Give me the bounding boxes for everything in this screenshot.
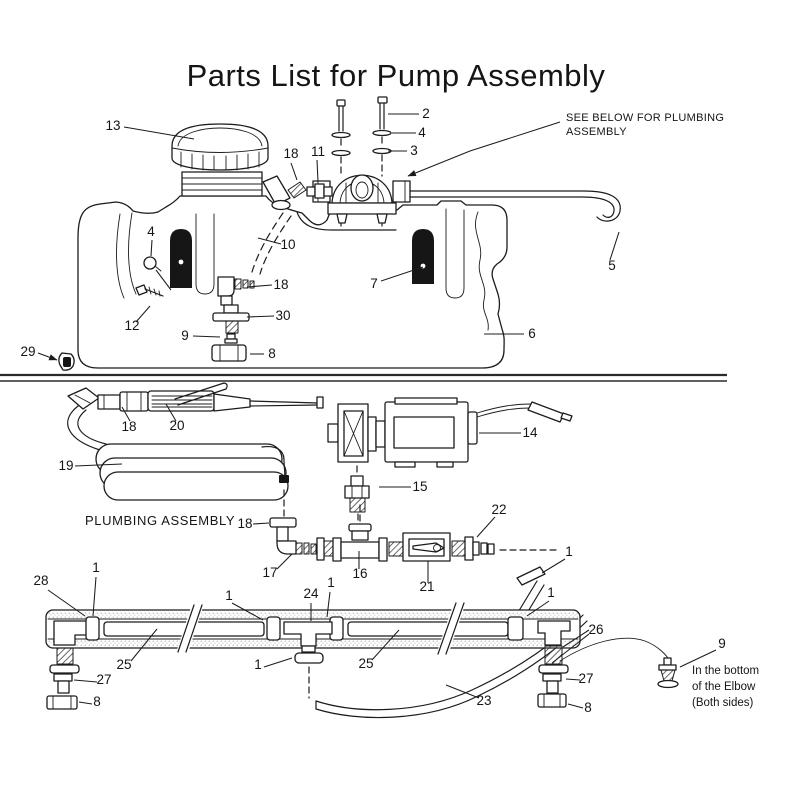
pump-nipple-11	[306, 183, 333, 199]
callout-3: 3	[410, 143, 418, 158]
see-below-arrow	[407, 121, 561, 177]
section-divider	[0, 373, 727, 382]
pump-side-view-14	[327, 397, 478, 468]
callout-1: 1	[565, 544, 573, 559]
callout-27: 27	[578, 671, 593, 686]
callout-8: 8	[93, 694, 101, 709]
callout-7: 7	[370, 276, 378, 291]
plumbing-elbow-18	[269, 517, 297, 555]
boom-nozzle-left	[46, 647, 80, 710]
callout-25: 25	[358, 656, 373, 671]
callout-28: 28	[33, 573, 48, 588]
callout-17: 17	[262, 565, 277, 580]
callout-27: 27	[96, 672, 111, 687]
callout-1: 1	[225, 588, 233, 603]
callout-4: 4	[418, 125, 426, 140]
callout-4: 4	[147, 224, 155, 239]
tank-body	[77, 195, 508, 369]
callout-19: 19	[58, 458, 73, 473]
callout-11: 11	[311, 144, 325, 159]
mounting-bolt-left	[331, 99, 351, 227]
shutoff-valve-21	[388, 532, 451, 562]
callout-13: 13	[105, 118, 120, 133]
leader-lines	[37, 113, 717, 709]
nozzle-tip-detail-9	[559, 637, 679, 689]
callout-24: 24	[303, 586, 319, 601]
elbow-note-line2: of the Elbow	[692, 681, 756, 693]
callout-10: 10	[280, 237, 295, 252]
nozzle-body-8-tank	[211, 344, 247, 362]
page-title: Parts List for Pump Assembly	[187, 58, 606, 93]
callout-25: 25	[116, 657, 131, 672]
mounting-bolt-right	[372, 96, 392, 227]
callout-15: 15	[412, 479, 427, 494]
boom-center-nozzle	[294, 645, 324, 699]
callout-6: 6	[528, 326, 536, 341]
callout-16: 16	[352, 566, 367, 581]
drain-elbow-29	[58, 352, 75, 371]
elbow-note-line1: In the bottom	[692, 665, 759, 677]
strainer-9	[224, 333, 238, 344]
boom-nozzle-right	[537, 645, 569, 708]
tank-strap-left	[170, 229, 192, 288]
discharge-hose-5	[409, 190, 621, 222]
hose-barb-22	[451, 536, 557, 561]
fill-port-elbow	[262, 175, 291, 211]
fill-neck	[181, 171, 263, 197]
screw-12	[135, 284, 164, 297]
feed-hose-segment	[516, 566, 546, 619]
callout-8: 8	[584, 700, 592, 715]
tank-elbow-fitting	[217, 276, 255, 306]
clip-4	[143, 256, 162, 272]
callout-5: 5	[608, 258, 616, 273]
tee-fitting-16	[332, 504, 388, 562]
callout-1: 1	[92, 560, 100, 575]
callout-20: 20	[169, 418, 184, 433]
callout-1: 1	[327, 575, 335, 590]
callout-8: 8	[268, 346, 276, 361]
callout-1: 1	[547, 585, 555, 600]
callout-30: 30	[275, 308, 290, 323]
callout-18: 18	[121, 419, 136, 434]
power-cord	[476, 401, 573, 423]
callout-18: 18	[283, 146, 298, 161]
suction-hose-dashed	[251, 212, 292, 275]
plumbing-assembly-label: PLUMBING ASSEMBLY	[85, 513, 235, 528]
outlet-fitting-15	[344, 465, 370, 524]
spray-gun	[67, 382, 324, 451]
callout-21: 21	[419, 579, 434, 594]
callout-14: 14	[522, 425, 538, 440]
hose-coil-19	[95, 443, 289, 518]
pump-inlet-fitting-18	[287, 181, 307, 199]
callout-18: 18	[237, 516, 252, 531]
tank-strap-right	[412, 229, 434, 284]
boom-center-tee-24	[283, 621, 333, 647]
callout-1: 1	[254, 657, 262, 672]
boom-assembly	[45, 602, 581, 655]
callout-29: 29	[20, 344, 35, 359]
callout-18: 18	[273, 277, 288, 292]
see-below-note-line2: ASSEMBLY	[566, 126, 627, 138]
callout-9: 9	[181, 328, 189, 343]
callout-12: 12	[124, 318, 139, 333]
callout-26: 26	[588, 622, 603, 637]
callout-2: 2	[422, 106, 430, 121]
see-below-note-line1: SEE BELOW FOR PLUMBING	[566, 112, 724, 124]
tank-cap	[171, 123, 269, 171]
callout-9: 9	[718, 636, 726, 651]
callout-22: 22	[491, 502, 506, 517]
callout-23: 23	[476, 693, 491, 708]
elbow-note-line3: (Both sides)	[692, 697, 754, 709]
